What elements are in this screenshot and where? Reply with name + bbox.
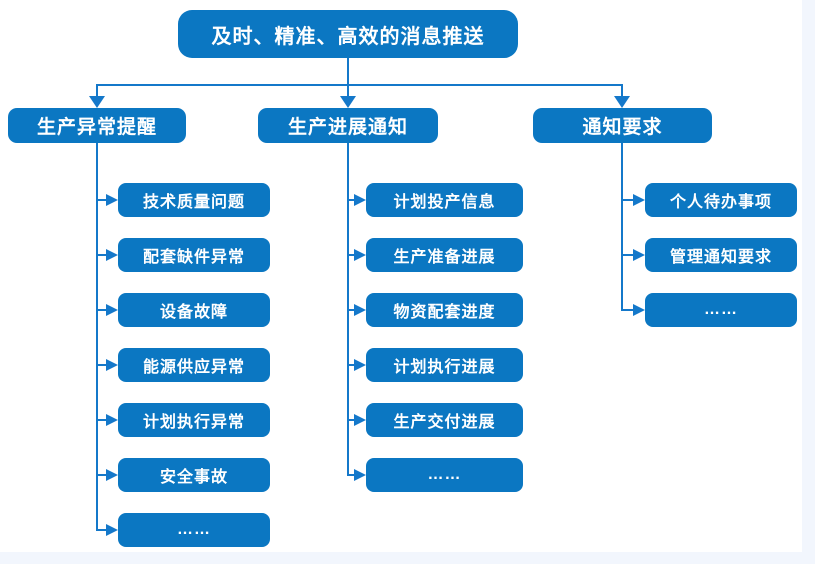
- connector-hline: [97, 529, 107, 531]
- connector-hline: [348, 199, 355, 201]
- connector-vline: [96, 84, 98, 97]
- leaf-node: 生产交付进展: [366, 403, 523, 437]
- arrow-right-icon: [106, 304, 118, 316]
- connector-vline: [96, 143, 98, 531]
- arrow-down-icon: [614, 96, 630, 108]
- leaf-node: 能源供应异常: [118, 348, 270, 382]
- leaf-node: 安全事故: [118, 458, 270, 492]
- branch-header-notification-requirements: 通知要求: [533, 108, 712, 143]
- connector-hline: [348, 309, 355, 311]
- arrow-right-icon: [106, 359, 118, 371]
- leaf-node: 设备故障: [118, 293, 270, 327]
- connector-hline: [348, 364, 355, 366]
- arrow-right-icon: [106, 249, 118, 261]
- leaf-node-label: 生产交付进展: [393, 414, 496, 431]
- connector-vline: [621, 84, 623, 97]
- leaf-node-label: 管理通知要求: [669, 249, 772, 266]
- leaf-node: ……: [645, 293, 797, 327]
- arrow-right-icon: [106, 194, 118, 206]
- arrow-right-icon: [633, 194, 645, 206]
- arrow-down-icon: [89, 96, 105, 108]
- leaf-node: 计划执行进展: [366, 348, 523, 382]
- arrow-right-icon: [106, 414, 118, 426]
- leaf-node-label: 计划投产信息: [393, 194, 496, 211]
- branch-header-label: 通知要求: [582, 117, 663, 138]
- leaf-node: ……: [118, 513, 270, 547]
- connector-hline: [348, 419, 355, 421]
- connector-hline: [622, 254, 634, 256]
- leaf-node-label: 计划执行异常: [142, 414, 245, 431]
- page-edge-right: [802, 0, 815, 564]
- leaf-node: 生产准备进展: [366, 238, 523, 272]
- leaf-node: 管理通知要求: [645, 238, 797, 272]
- arrow-right-icon: [633, 249, 645, 261]
- leaf-node-label: 配套缺件异常: [142, 249, 245, 266]
- connector-hline: [97, 364, 107, 366]
- leaf-node-label: ……: [177, 521, 211, 538]
- branch-header-label: 生产异常提醒: [36, 117, 157, 138]
- arrow-right-icon: [354, 469, 366, 481]
- connector-hline: [622, 199, 634, 201]
- leaf-node-label: 安全事故: [159, 469, 228, 486]
- connector-hline: [348, 474, 355, 476]
- connector-hline: [96, 84, 623, 86]
- leaf-node-label: 计划执行进展: [393, 359, 496, 376]
- page-edge-bottom: [0, 552, 815, 564]
- arrow-right-icon: [106, 524, 118, 536]
- root-node: 及时、精准、高效的消息推送: [178, 10, 518, 58]
- leaf-node-label: 能源供应异常: [142, 359, 245, 376]
- leaf-node: 配套缺件异常: [118, 238, 270, 272]
- connector-hline: [97, 419, 107, 421]
- connector-vline: [347, 58, 349, 85]
- connector-hline: [97, 199, 107, 201]
- leaf-node-label: ……: [427, 466, 462, 483]
- arrow-right-icon: [354, 359, 366, 371]
- leaf-node-label: 生产准备进展: [393, 249, 496, 266]
- leaf-node: 计划投产信息: [366, 183, 523, 217]
- branch-header-production-progress: 生产进展通知: [258, 108, 438, 143]
- leaf-node: 个人待办事项: [645, 183, 797, 217]
- connector-hline: [348, 254, 355, 256]
- branch-header-label: 生产进展通知: [287, 117, 408, 138]
- connector-hline: [97, 309, 107, 311]
- arrow-right-icon: [354, 414, 366, 426]
- arrow-right-icon: [354, 249, 366, 261]
- root-node-label: 及时、精准、高效的消息推送: [211, 25, 485, 48]
- leaf-node: 物资配套进度: [366, 293, 523, 327]
- connector-hline: [622, 309, 634, 311]
- leaf-node-label: 技术质量问题: [142, 194, 245, 211]
- leaf-node: ……: [366, 458, 523, 492]
- arrow-right-icon: [354, 194, 366, 206]
- branch-header-production-anomaly: 生产异常提醒: [8, 108, 186, 143]
- arrow-right-icon: [106, 469, 118, 481]
- connector-hline: [97, 474, 107, 476]
- leaf-node: 技术质量问题: [118, 183, 270, 217]
- leaf-node-label: ……: [704, 301, 738, 318]
- arrow-down-icon: [340, 96, 356, 108]
- connector-hline: [97, 254, 107, 256]
- leaf-node-label: 个人待办事项: [669, 194, 772, 211]
- leaf-node: 计划执行异常: [118, 403, 270, 437]
- leaf-node-label: 物资配套进度: [393, 304, 496, 321]
- connector-vline: [347, 84, 349, 97]
- arrow-right-icon: [633, 304, 645, 316]
- connector-vline: [621, 143, 623, 311]
- arrow-right-icon: [354, 304, 366, 316]
- leaf-node-label: 设备故障: [159, 304, 228, 321]
